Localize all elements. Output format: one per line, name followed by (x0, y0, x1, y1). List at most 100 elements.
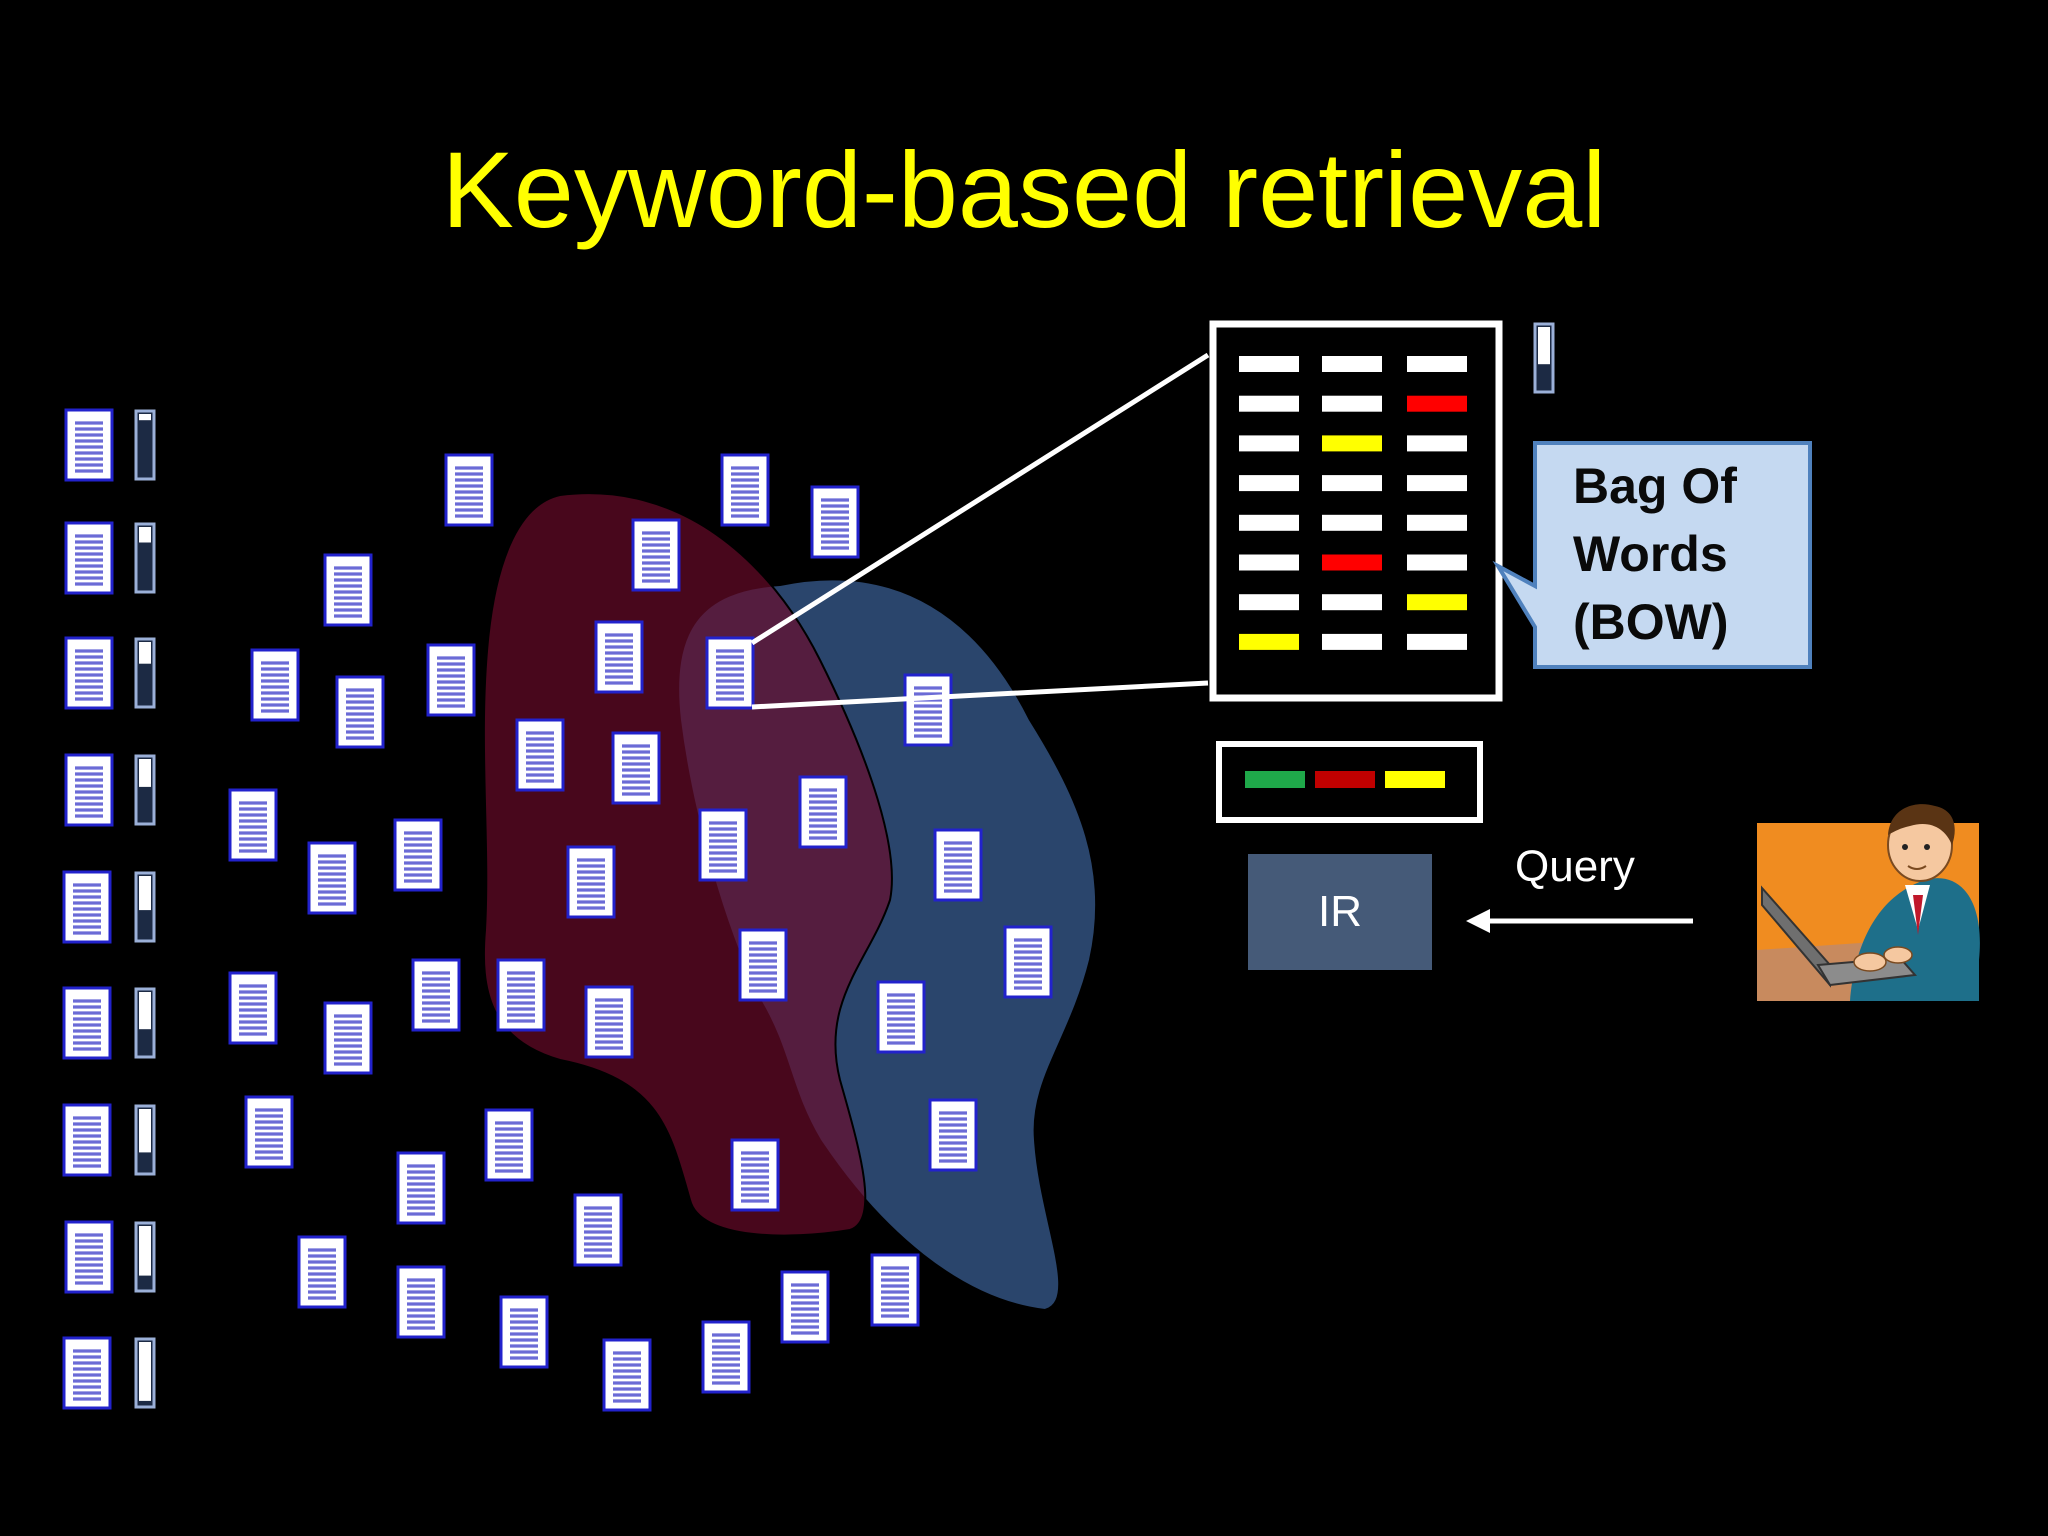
bow-callout-text: Bag Of Words (BOW) (1573, 452, 1803, 656)
document-icon (738, 928, 788, 1002)
score-bar-fill (139, 414, 151, 421)
document-icon (411, 958, 461, 1032)
document-icon (323, 553, 373, 627)
callout-line-1: Bag Of (1573, 458, 1737, 514)
document-icon (720, 453, 770, 527)
document-icon (228, 788, 278, 862)
score-bar-fill (139, 992, 151, 1030)
ranked-document-icon (64, 753, 114, 827)
document-icon (499, 1295, 549, 1369)
document-icon (780, 1270, 830, 1344)
zoom-line-top (750, 352, 1210, 646)
bow-score-bar (1533, 322, 1555, 394)
document-icon (573, 1193, 623, 1267)
ir-system-box (1248, 854, 1432, 970)
document-icon (705, 636, 755, 710)
document-icon (426, 643, 476, 717)
document-icon (701, 1320, 751, 1394)
document-icon (933, 828, 983, 902)
document-icon (876, 980, 926, 1054)
document-icon (611, 731, 661, 805)
user-at-laptop-icon (1757, 804, 1980, 1001)
bow-term-cell (1322, 356, 1382, 372)
document-icon (250, 648, 300, 722)
score-bar-fill (139, 759, 151, 787)
document-icon (1003, 925, 1053, 999)
bow-term-cell (1407, 554, 1467, 571)
bow-term-cell (1239, 356, 1299, 372)
bow-term-cell (1239, 514, 1299, 531)
ranked-document-icon (64, 408, 114, 482)
bow-term-cell (1239, 435, 1299, 452)
bow-term-cell (1322, 554, 1382, 571)
ir-label: IR (1318, 887, 1362, 936)
callout-line-3: (BOW) (1573, 594, 1729, 650)
query-term-cell (1385, 771, 1445, 788)
document-icon (396, 1265, 446, 1339)
bow-term-cell (1322, 395, 1382, 412)
document-icon (594, 620, 644, 694)
document-icon (496, 958, 546, 1032)
query-arrow (1466, 909, 1693, 933)
bow-term-cell (1407, 633, 1467, 650)
bow-term-cell (1322, 633, 1382, 650)
document-icon (393, 818, 443, 892)
ranked-document-icon (64, 1220, 114, 1294)
score-bar-fill (139, 527, 151, 543)
ranked-document-icon (64, 636, 114, 710)
document-icon (444, 453, 494, 527)
bow-term-cell (1407, 594, 1467, 611)
slide-title: Keyword-based retrieval (441, 129, 1607, 250)
callout-line-2: Words (1573, 526, 1728, 582)
bow-term-cell (1407, 435, 1467, 452)
document-icon (903, 673, 953, 747)
document-icon (602, 1338, 652, 1412)
document-icon (631, 518, 681, 592)
bow-term-cell (1407, 356, 1467, 372)
bow-term-cell (1239, 594, 1299, 611)
document-icon (730, 1138, 780, 1212)
document-icon (228, 971, 278, 1045)
bow-term-cell (1239, 633, 1299, 650)
document-icon (323, 1001, 373, 1075)
bow-term-grid (1239, 356, 1467, 650)
document-icon (698, 808, 748, 882)
score-bar-fill (139, 1342, 151, 1401)
document-icon (335, 675, 385, 749)
document-icon (515, 718, 565, 792)
ranked-document-icon (62, 870, 112, 944)
document-icon (870, 1253, 920, 1327)
document-icon (798, 775, 848, 849)
bow-term-cell (1322, 514, 1382, 531)
bow-term-cell (1239, 554, 1299, 571)
document-icon (810, 485, 860, 559)
document-icon (566, 845, 616, 919)
score-bar-fill (139, 1226, 151, 1276)
bow-callout (1492, 441, 1812, 669)
document-icon (297, 1235, 347, 1309)
query-term-cell (1315, 771, 1375, 788)
document-icon (244, 1095, 294, 1169)
ranked-result-list (62, 408, 156, 1410)
document-icon (307, 841, 357, 915)
document-icon (484, 1108, 534, 1182)
bow-term-cell (1407, 475, 1467, 492)
bow-term-cell (1239, 475, 1299, 492)
score-bar-icon (134, 409, 156, 481)
document-icon (584, 985, 634, 1059)
bow-term-cell (1322, 435, 1382, 452)
ranked-document-icon (64, 521, 114, 595)
bow-term-cell (1322, 475, 1382, 492)
ranked-document-icon (62, 1103, 112, 1177)
query-term-cell (1245, 771, 1305, 788)
document-icon (928, 1098, 978, 1172)
query-label: Query (1515, 842, 1635, 891)
score-bar-fill (139, 1109, 151, 1153)
ranked-document-icon (62, 986, 112, 1060)
document-icon (396, 1151, 446, 1225)
ranked-document-icon (62, 1336, 112, 1410)
score-bar-fill (139, 876, 151, 911)
bow-term-cell (1407, 514, 1467, 531)
bow-term-cell (1239, 395, 1299, 412)
